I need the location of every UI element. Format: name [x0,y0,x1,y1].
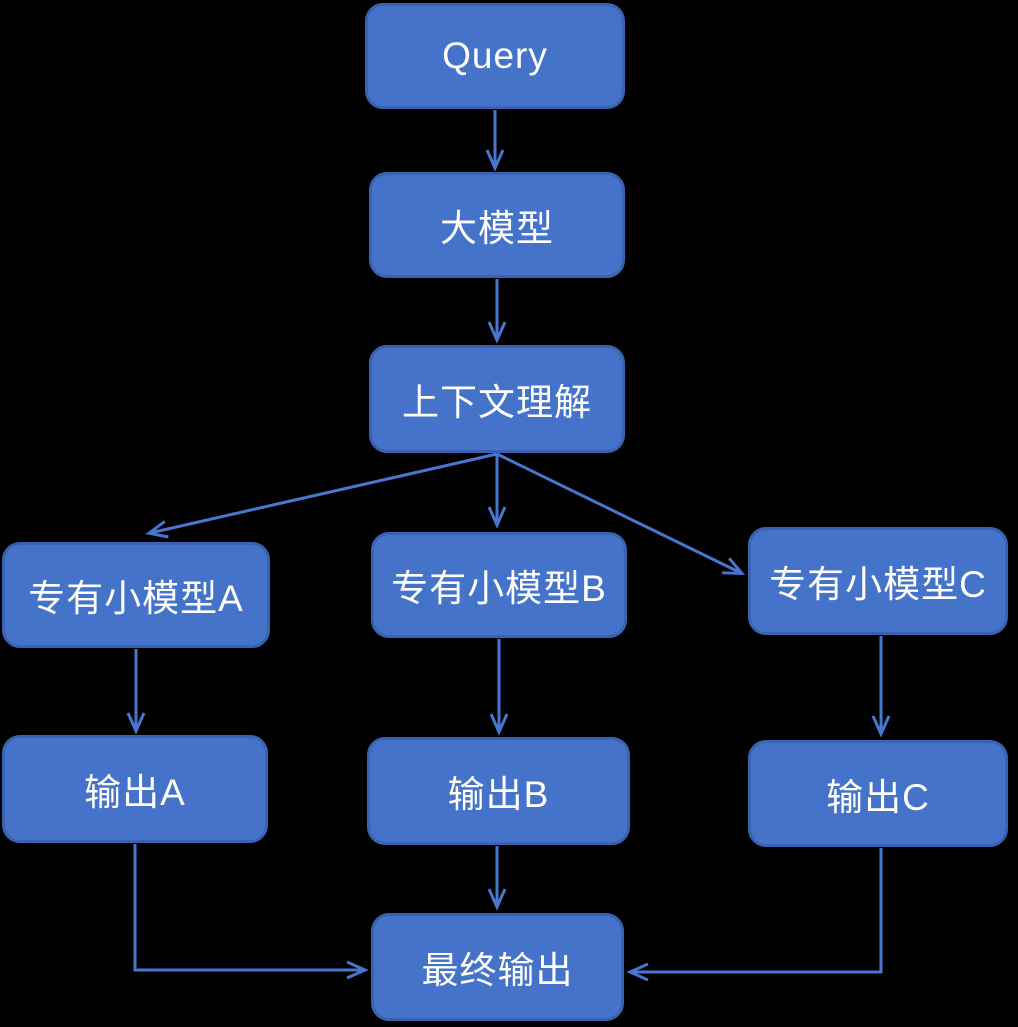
node-output-a: 输出A [2,735,268,843]
node-large-model: 大模型 [369,172,625,278]
node-proprietary-small-model-c: 专有小模型C [748,527,1008,635]
edge-context-to-model-a [145,452,498,539]
node-proprietary-small-model-a: 专有小模型A [2,542,270,648]
node-output-c: 输出C [748,740,1008,847]
edge-context-to-model-c [496,452,746,576]
edge-output-a-to-final-output [133,844,369,980]
node-final-output: 最终输出 [371,913,624,1021]
node-context-understanding: 上下文理解 [369,345,625,453]
node-proprietary-small-model-b: 专有小模型B [371,532,627,638]
node-query: Query [365,3,625,109]
edge-output-c-to-final-output [626,848,883,982]
node-output-b: 输出B [367,737,630,845]
